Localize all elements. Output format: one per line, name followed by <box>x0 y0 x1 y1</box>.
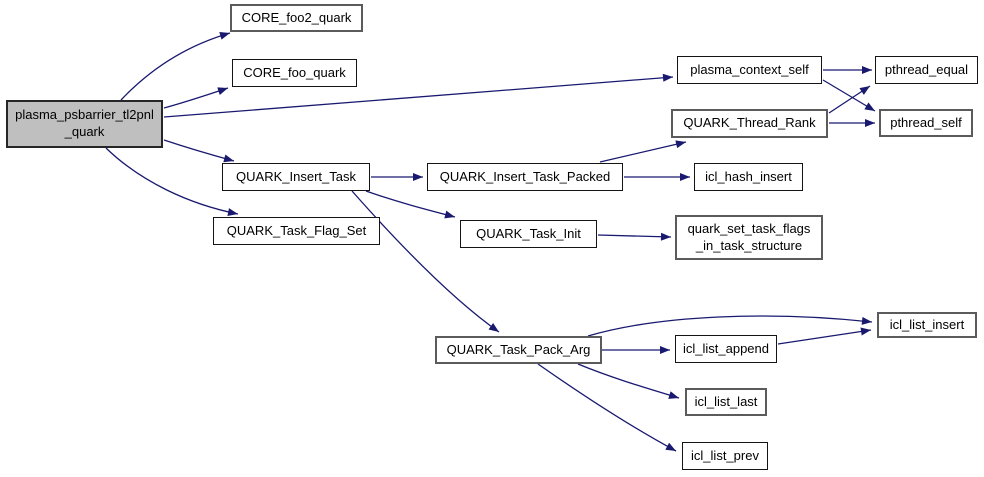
node-pthread-equal[interactable]: pthread_equal <box>875 56 978 84</box>
node-label: icl_list_last <box>694 393 758 409</box>
node-label: plasma_context_self <box>690 61 809 77</box>
edge-quark-insert-task-to-task-init <box>365 190 456 219</box>
node-label: CORE_foo2_quark <box>241 9 352 25</box>
node-label: icl_list_prev <box>691 447 759 463</box>
node-core-foo-quark[interactable]: CORE_foo_quark <box>232 59 357 87</box>
edge-root-to-core-foo2-quark <box>120 31 231 101</box>
edge-root-to-core-foo-quark <box>163 87 229 109</box>
edge-root-to-plasma-context-self <box>163 73 674 118</box>
node-quark-task-pack-arg[interactable]: QUARK_Task_Pack_Arg <box>435 336 602 364</box>
node-icl-list-prev[interactable]: icl_list_prev <box>682 442 768 470</box>
edge-packed-to-quark-thread-rank <box>599 140 687 163</box>
node-icl-list-last[interactable]: icl_list_last <box>685 388 767 416</box>
edge-plasma-context-self-to-pthread-self <box>822 79 876 112</box>
edge-quark-insert-task-to-pack-arg <box>351 190 500 333</box>
edge-pack-arg-to-icl-list-last <box>577 363 680 399</box>
edge-quark-thread-rank-to-pthread-equal <box>828 85 871 114</box>
node-label: pthread_self <box>890 114 962 130</box>
node-icl-hash-insert[interactable]: icl_hash_insert <box>694 163 803 191</box>
node-label: QUARK_Task_Pack_Arg <box>446 341 591 357</box>
node-label: QUARK_Thread_Rank <box>683 115 816 131</box>
node-label: pthread_equal <box>884 61 969 77</box>
edge-root-to-quark-task-flag-set <box>105 147 239 216</box>
node-quark-task-init[interactable]: QUARK_Task_Init <box>460 220 597 248</box>
node-label: _quark <box>64 124 105 139</box>
node-label: QUARK_Task_Init <box>476 225 581 241</box>
node-plasma-psbarrier-tl2pnl-quark: plasma_psbarrier_tl2pnl _quark <box>6 100 163 148</box>
node-label: QUARK_Insert_Task <box>236 168 356 184</box>
node-icl-list-append[interactable]: icl_list_append <box>675 335 777 363</box>
node-label: plasma_psbarrier_tl2pnl <box>15 107 154 123</box>
edge-pack-arg-to-icl-list-insert <box>587 315 873 337</box>
node-icl-list-insert[interactable]: icl_list_insert <box>877 312 977 338</box>
node-label: _in_task_structure <box>695 237 803 253</box>
node-pthread-self[interactable]: pthread_self <box>879 109 973 137</box>
node-quark-set-task-flags-in-task-structure[interactable]: quark_set_task_flags _in_task_structure <box>675 215 823 260</box>
node-label: icl_list_insert <box>889 316 965 332</box>
node-core-foo2-quark[interactable]: CORE_foo2_quark <box>230 4 363 32</box>
edge-pack-arg-to-icl-list-prev <box>537 363 677 452</box>
edge-root-to-quark-insert-task <box>163 139 235 163</box>
node-label: icl_hash_insert <box>705 168 792 184</box>
node-label: QUARK_Task_Flag_Set <box>226 222 367 238</box>
node-label: quark_set_task_flags <box>687 220 811 236</box>
node-label: icl_list_append <box>682 340 769 356</box>
node-quark-thread-rank[interactable]: QUARK_Thread_Rank <box>671 109 828 138</box>
node-label: QUARK_Insert_Task_Packed <box>439 168 611 184</box>
edge-task-init-to-set-task-flags <box>597 232 672 241</box>
node-label: CORE_foo_quark <box>243 64 346 80</box>
node-quark-insert-task[interactable]: QUARK_Insert_Task <box>222 163 370 191</box>
edge-icl-list-append-to-icl-list-insert <box>777 327 872 345</box>
node-plasma-context-self[interactable]: plasma_context_self <box>677 56 822 84</box>
node-quark-insert-task-packed[interactable]: QUARK_Insert_Task_Packed <box>427 163 623 191</box>
node-quark-task-flag-set[interactable]: QUARK_Task_Flag_Set <box>213 217 380 245</box>
